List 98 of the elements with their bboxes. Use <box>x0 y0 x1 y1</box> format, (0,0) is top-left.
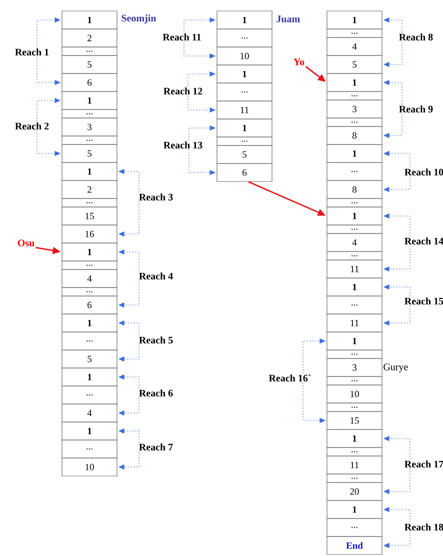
table-cell: 4 <box>62 269 118 288</box>
reach-label: Reach 7 <box>139 443 173 451</box>
table-cell: 5 <box>62 144 118 163</box>
table-cell: 1 <box>216 10 272 30</box>
station-label: Gurye <box>384 364 408 372</box>
table-cell: 1 <box>62 162 118 181</box>
table-cell: 4 <box>326 37 382 56</box>
table-cell: 8 <box>326 180 382 199</box>
table-cell: 1 <box>216 64 272 84</box>
table-cell: ... <box>62 332 118 350</box>
reach-label: Reach 12 <box>164 87 202 95</box>
table-cell: ... <box>62 46 118 56</box>
table-cell: 1 <box>62 91 118 110</box>
table-cell: 1 <box>326 429 382 448</box>
table-cell: ... <box>326 447 382 456</box>
station-label: Yo <box>294 58 304 66</box>
table-cell: 2 <box>62 180 118 199</box>
table-cell: 4 <box>62 404 118 422</box>
reach-label: Reach 4 <box>139 272 173 280</box>
table-cell: ... <box>326 474 382 483</box>
table-cell: ... <box>62 440 118 458</box>
table-cell: ... <box>326 118 382 127</box>
table-cell: 3 <box>62 118 118 136</box>
reach-label: Reach 16` <box>268 374 311 382</box>
table-cell: 10 <box>62 458 118 476</box>
table-cell: 6 <box>216 163 272 182</box>
table-cell: ... <box>62 136 118 145</box>
table-cell: ... <box>326 350 382 359</box>
reach-label: Reach 15 <box>404 297 443 305</box>
table-cell: 1 <box>326 144 382 163</box>
table-cell: 1 <box>216 118 272 138</box>
table-cell: ... <box>326 402 382 412</box>
reach-label: Reach 6 <box>139 389 173 397</box>
station-label: Osu <box>18 240 34 246</box>
reach-label: Reach 9 <box>399 105 433 113</box>
table-cell: 3 <box>326 358 382 377</box>
reach-label: Reach 10 <box>404 168 443 176</box>
table-cell: ... <box>326 376 382 386</box>
table-cell: 15 <box>62 206 118 226</box>
table-cell: 11 <box>326 456 382 474</box>
table-cell: 11 <box>326 314 382 332</box>
table-cell: 8 <box>326 126 382 145</box>
table-cell: 5 <box>216 145 272 164</box>
river-label: Juam <box>276 16 300 22</box>
reach-label: Reach 1 <box>15 48 49 56</box>
table-cell: 1 <box>62 242 118 262</box>
table-cell: 6 <box>62 296 118 314</box>
reach-label: Reach 13 <box>164 141 202 149</box>
reach-label: Reach 14 <box>404 237 443 245</box>
table-cell: 1 <box>326 10 382 30</box>
table-cell: 11 <box>216 100 272 120</box>
table-cell: ... <box>62 109 118 118</box>
table-cell: 1 <box>326 278 382 296</box>
table-cell: ... <box>326 91 382 100</box>
table-cell: 1 <box>326 206 382 226</box>
reach-label: Reach 3 <box>139 193 173 201</box>
table-cell: 15 <box>326 411 382 430</box>
table-cell: ... <box>326 28 382 38</box>
table-cell: End <box>326 536 382 555</box>
table-cell: ... <box>62 198 118 208</box>
table-cell: ... <box>326 162 382 181</box>
table-cell: 1 <box>62 368 118 386</box>
table-cell: 6 <box>62 73 118 92</box>
table-cell: 20 <box>326 482 382 501</box>
table-cell: ... <box>326 251 382 260</box>
table-cell: 1 <box>326 73 382 92</box>
table-cell: ... <box>216 82 272 102</box>
table-cell: ... <box>326 224 382 234</box>
table-cell: ... <box>216 28 272 48</box>
table-cell: 5 <box>62 55 118 74</box>
table-cell: 1 <box>326 332 382 350</box>
table-cell: ... <box>62 260 118 270</box>
table-cell: ... <box>326 518 382 537</box>
table-cell: ... <box>216 136 272 146</box>
table-cell: 10 <box>326 384 382 404</box>
table-cell: 5 <box>326 55 382 74</box>
reach-label: Reach 5 <box>139 336 173 344</box>
table-cell: 1 <box>326 500 382 519</box>
table-cell: 1 <box>62 422 118 440</box>
reach-label: Reach 8 <box>399 33 433 41</box>
table-cell: 1 <box>62 314 118 332</box>
reach-label: Reach 17 <box>404 460 443 468</box>
table-cell: 11 <box>326 260 382 278</box>
table-cell: 3 <box>326 100 382 118</box>
table-cell: 4 <box>326 233 382 252</box>
table-cell: ... <box>326 198 382 208</box>
reach-label: Reach 18 <box>404 523 443 531</box>
table-cell: 1 <box>62 10 118 30</box>
table-cell: 2 <box>62 28 118 48</box>
river-label: Seomjin <box>122 14 156 24</box>
reach-label: Reach 11 <box>162 33 201 41</box>
table-cell: 10 <box>216 46 272 66</box>
table-cell: ... <box>62 287 118 296</box>
table-cell: ... <box>326 296 382 314</box>
table-cell: ... <box>62 386 118 404</box>
table-cell: 16 <box>62 224 118 244</box>
table-cell: 5 <box>62 350 118 368</box>
reach-label: Reach 2 <box>15 122 49 130</box>
